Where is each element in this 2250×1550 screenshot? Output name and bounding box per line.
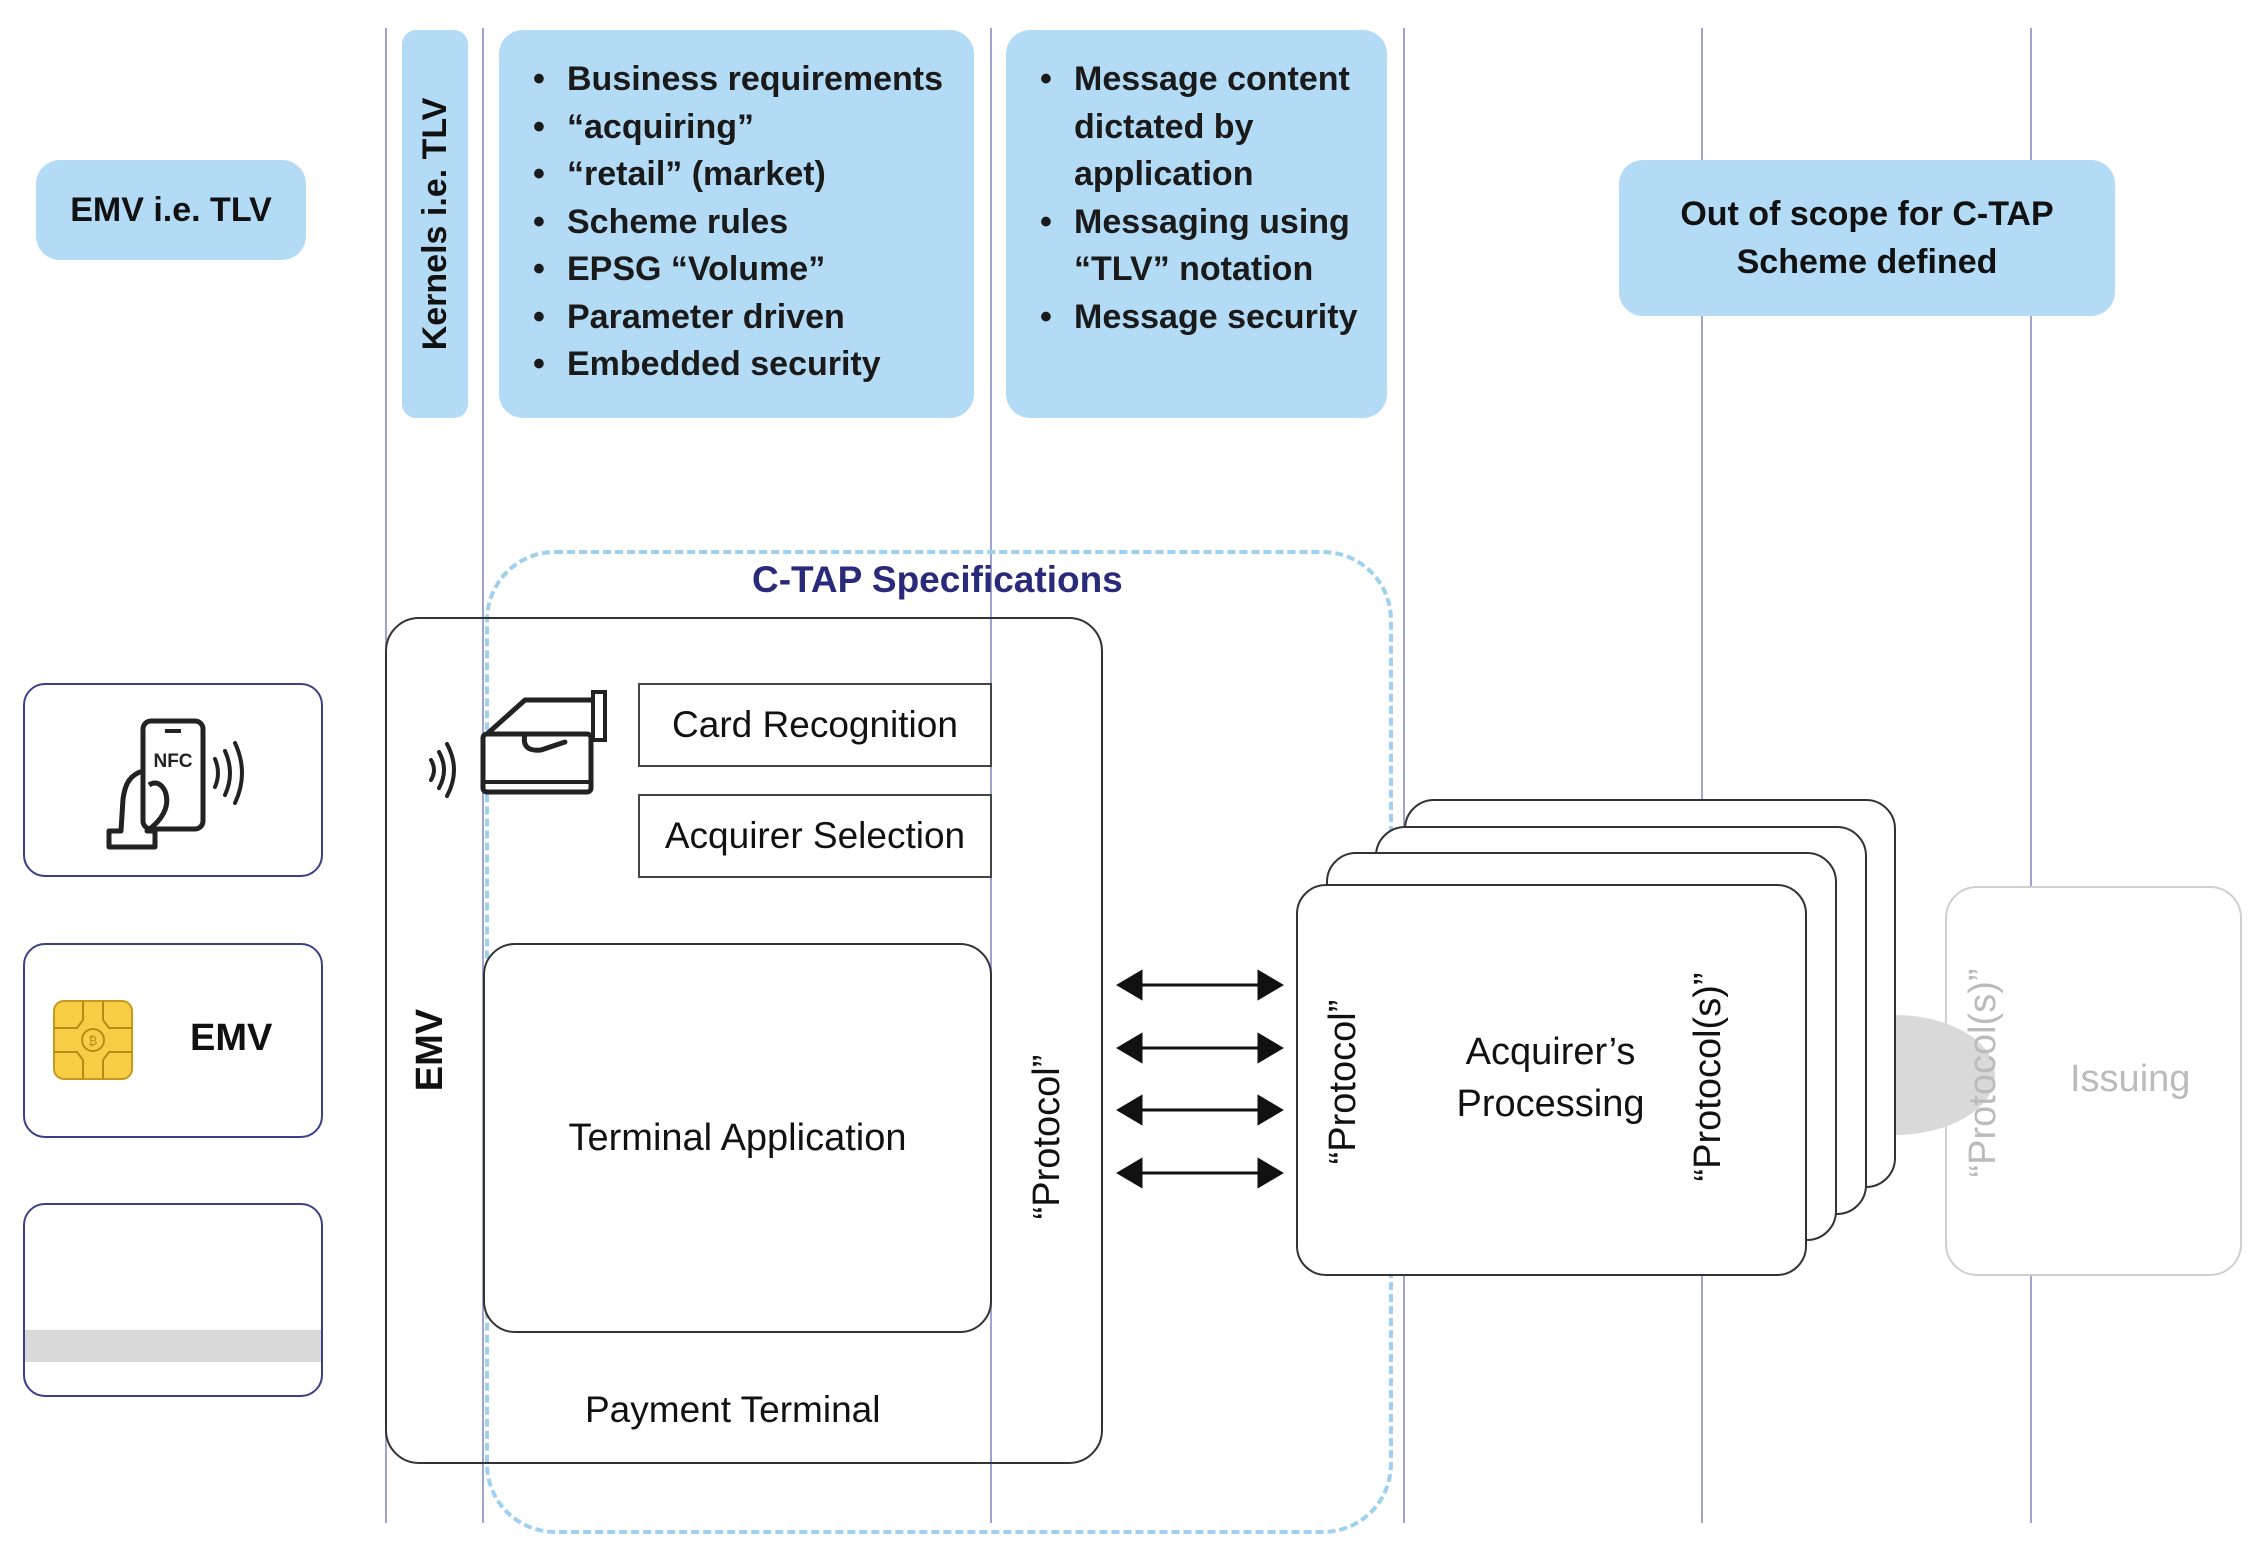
out-of-scope-box: Out of scope for C-TAP Scheme defined bbox=[1619, 160, 2115, 316]
issuing-protocols-label: “Protocol(s)” bbox=[1962, 968, 2004, 1178]
kernels-box: Kernels i.e. TLV bbox=[402, 30, 468, 418]
nfc-card: NFC bbox=[23, 683, 323, 877]
payment-terminal bbox=[385, 617, 1103, 1464]
list-item: EPSG “Volume” bbox=[531, 246, 943, 294]
nfc-label: NFC bbox=[153, 751, 192, 772]
divider-line bbox=[990, 28, 992, 1523]
svg-text:₿: ₿ bbox=[89, 1034, 98, 1048]
out-of-scope-line2: Scheme defined bbox=[1736, 243, 1998, 281]
list-item: Message content dictated by application bbox=[1038, 56, 1358, 199]
list-item: Message security bbox=[1038, 294, 1358, 342]
acquirer-protocol-label: “Protocol” bbox=[1322, 999, 1364, 1165]
message-box: Message content dictated by application … bbox=[1006, 30, 1387, 418]
kernels-label: Kernels i.e. TLV bbox=[416, 97, 454, 351]
acquirer-protocols-label: “Protocol(s)” bbox=[1687, 972, 1729, 1182]
business-requirements-list: Business requirements “acquiring” “retai… bbox=[531, 56, 943, 389]
list-item: Business requirements bbox=[531, 56, 943, 104]
issuing-box bbox=[1945, 886, 2242, 1276]
divider-line bbox=[2030, 28, 2032, 1523]
emv-chip-card: ₿ EMV bbox=[23, 943, 323, 1138]
divider-line bbox=[1403, 28, 1405, 1523]
magstripe-card bbox=[23, 1203, 323, 1397]
ctap-specifications-title: C-TAP Specifications bbox=[752, 559, 1123, 600]
terminal-application-box: Terminal Application bbox=[483, 943, 992, 1333]
terminal-application-label: Terminal Application bbox=[568, 1116, 907, 1159]
list-item: “acquiring” bbox=[531, 104, 943, 152]
list-item: Embedded security bbox=[531, 341, 943, 389]
acquirer-processing-label: Acquirer’s Processing bbox=[1456, 1031, 1645, 1125]
divider-line bbox=[1701, 28, 1703, 1523]
out-of-scope-line1: Out of scope for C-TAP bbox=[1680, 195, 2054, 233]
protocol-arrows bbox=[1116, 969, 1284, 1189]
card-recognition-label: Card Recognition bbox=[672, 704, 958, 745]
nfc-phone-icon: NFC bbox=[106, 718, 244, 850]
payment-terminal-label: Payment Terminal bbox=[585, 1389, 881, 1430]
terminal-protocol-label: “Protocol” bbox=[1026, 1054, 1068, 1220]
card-recognition-box: Card Recognition bbox=[638, 683, 992, 767]
list-item: Scheme rules bbox=[531, 199, 943, 247]
acquirer-processing-box: “Protocol” Acquirer’s Processing “Protoc… bbox=[1296, 884, 1807, 1276]
issuing-label: Issuing bbox=[2070, 1058, 2191, 1100]
list-item: Parameter driven bbox=[531, 294, 943, 342]
acquirer-selection-label: Acquirer Selection bbox=[664, 815, 966, 856]
list-item: Messaging using “TLV” notation bbox=[1038, 199, 1358, 294]
message-list: Message content dictated by application … bbox=[1038, 56, 1358, 341]
emv-vertical-label: EMV bbox=[409, 1008, 451, 1092]
emv-card-label: EMV bbox=[190, 1017, 273, 1059]
business-requirements-box: Business requirements “acquiring” “retai… bbox=[499, 30, 974, 418]
magnetic-stripe bbox=[25, 1330, 321, 1362]
list-item: “retail” (market) bbox=[531, 151, 943, 199]
emv-tlv-box: EMV i.e. TLV bbox=[36, 160, 306, 260]
acquirer-selection-box: Acquirer Selection bbox=[638, 794, 992, 878]
chip-icon: ₿ bbox=[53, 1000, 133, 1080]
emv-tlv-label: EMV i.e. TLV bbox=[70, 190, 272, 229]
contactless-card-icon bbox=[429, 690, 607, 798]
